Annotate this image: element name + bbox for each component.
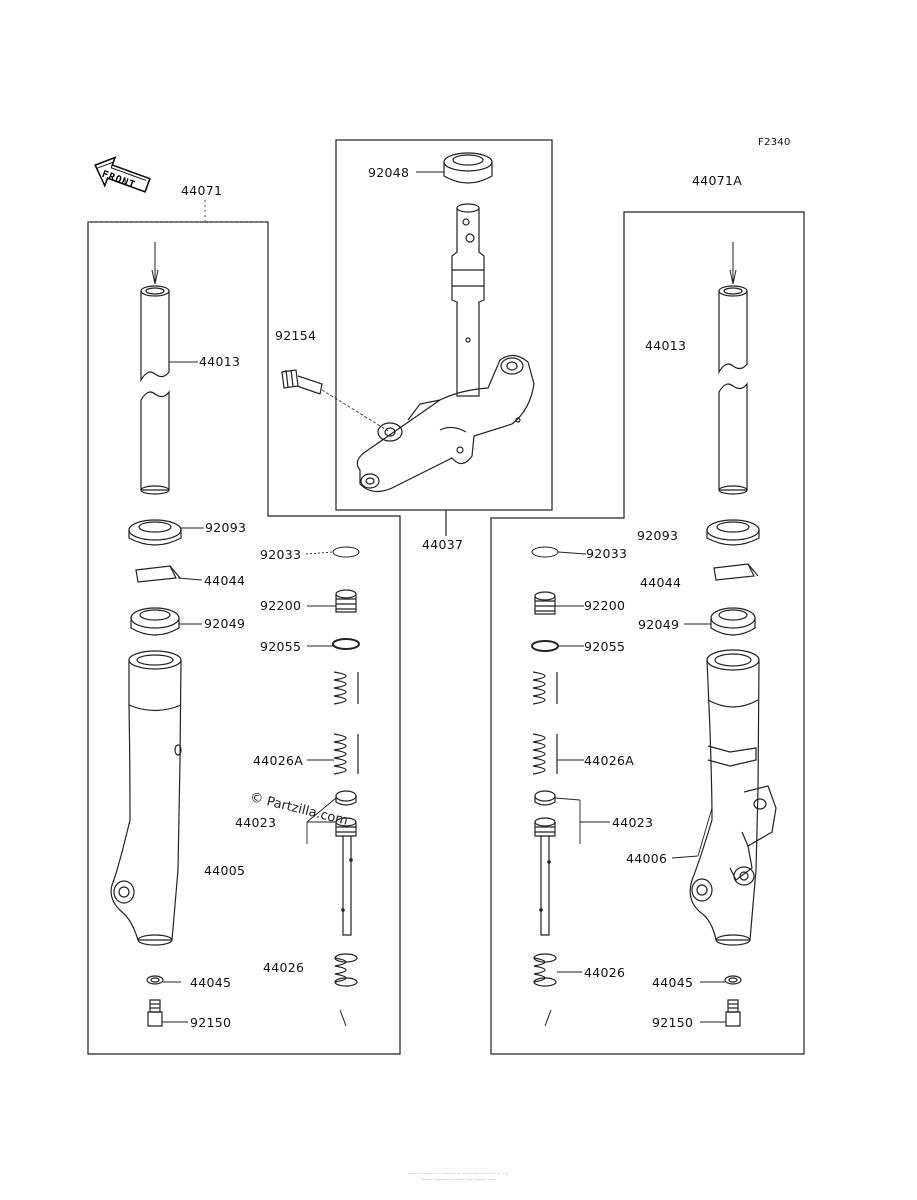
left-o-ring-92055 bbox=[332, 638, 360, 650]
left-piston-ring-44023 bbox=[335, 790, 357, 806]
right-inner-tube-44013 bbox=[718, 242, 748, 495]
right-label-44026: 44026 bbox=[584, 965, 626, 980]
left-o-ring-92033 bbox=[332, 546, 360, 558]
left-label-44005: 44005 bbox=[204, 863, 246, 878]
left-label-92033: 92033 bbox=[260, 547, 302, 562]
left-rebound-spring-44026 bbox=[334, 953, 358, 987]
leader-lines bbox=[162, 171, 726, 1023]
right-rebound-spring-44026 bbox=[533, 953, 557, 987]
left-spring-lower-44026A bbox=[333, 733, 359, 775]
figure-code: F2340 bbox=[758, 137, 791, 148]
label-44037: 44037 bbox=[422, 537, 464, 552]
left-outer-tube-44005 bbox=[110, 650, 182, 946]
right-label-92093: 92093 bbox=[637, 528, 679, 543]
right-fork-frame bbox=[490, 211, 805, 1055]
right-oil-seal-92093 bbox=[706, 519, 760, 546]
left-axis-tick bbox=[339, 1009, 347, 1027]
right-circlip-44044 bbox=[713, 563, 759, 581]
right-label-44044: 44044 bbox=[640, 575, 682, 590]
stem-seal-92048 bbox=[443, 152, 493, 184]
left-spring-upper-44026A bbox=[333, 671, 359, 705]
right-label-92033: 92033 bbox=[586, 546, 628, 561]
left-washer-44045 bbox=[146, 975, 164, 985]
right-axis-tick bbox=[544, 1009, 552, 1027]
left-label-92049: 92049 bbox=[204, 616, 246, 631]
right-label-92055: 92055 bbox=[584, 639, 626, 654]
left-label-44013: 44013 bbox=[199, 354, 241, 369]
left-circlip-44044 bbox=[135, 565, 181, 583]
stem-frame bbox=[335, 139, 553, 511]
left-inner-tube-44013 bbox=[140, 242, 170, 495]
right-washer-44045 bbox=[724, 975, 742, 985]
right-cap-92200 bbox=[534, 591, 556, 615]
right-label-44045: 44045 bbox=[652, 975, 694, 990]
right-dust-seal-92049 bbox=[710, 607, 756, 636]
right-spring-upper-44026A bbox=[532, 671, 558, 705]
front-arrow-icon bbox=[94, 156, 151, 193]
label-44071A: 44071A bbox=[692, 173, 743, 188]
left-cap-92200 bbox=[335, 589, 357, 613]
left-dust-seal-92049 bbox=[130, 607, 180, 636]
left-bolt-92150 bbox=[147, 999, 163, 1027]
right-label-44006: 44006 bbox=[626, 851, 668, 866]
left-label-44026: 44026 bbox=[263, 960, 305, 975]
stem-bolt-92154 bbox=[281, 369, 391, 433]
left-label-92055: 92055 bbox=[260, 639, 302, 654]
left-label-44026A: 44026A bbox=[253, 753, 304, 768]
right-spring-lower-44026A bbox=[532, 733, 558, 775]
steering-stem-44037 bbox=[356, 203, 535, 493]
right-o-ring-92055 bbox=[531, 640, 559, 652]
right-piston-ring-44023 bbox=[534, 790, 556, 806]
right-cylinder-unit bbox=[534, 817, 556, 936]
right-outer-tube-44006 bbox=[689, 649, 777, 946]
right-label-44013: 44013 bbox=[645, 338, 687, 353]
left-cylinder-unit bbox=[335, 817, 357, 936]
left-label-92200: 92200 bbox=[260, 598, 302, 613]
right-label-92150: 92150 bbox=[652, 1015, 694, 1030]
left-label-92093: 92093 bbox=[205, 520, 247, 535]
left-label-44023: 44023 bbox=[235, 815, 277, 830]
footer-line-2: ....... ....... ... ....... .... .......… bbox=[421, 1176, 496, 1182]
label-92154: 92154 bbox=[275, 328, 317, 343]
right-bolt-92150 bbox=[725, 999, 741, 1027]
right-o-ring-92033 bbox=[531, 546, 559, 558]
left-label-44044: 44044 bbox=[204, 573, 246, 588]
left-label-92150: 92150 bbox=[190, 1015, 232, 1030]
footer-line-1: ...... . ...... .. . ..... ... .. .... .… bbox=[408, 1170, 509, 1176]
right-label-92200: 92200 bbox=[584, 598, 626, 613]
label-92048: 92048 bbox=[368, 165, 410, 180]
left-fork-frame bbox=[87, 221, 401, 1055]
left-oil-seal-92093 bbox=[128, 519, 182, 546]
right-label-92049: 92049 bbox=[638, 617, 680, 632]
right-label-44026A: 44026A bbox=[584, 753, 635, 768]
left-label-44045: 44045 bbox=[190, 975, 232, 990]
right-label-44023: 44023 bbox=[612, 815, 654, 830]
label-44071: 44071 bbox=[181, 183, 223, 198]
